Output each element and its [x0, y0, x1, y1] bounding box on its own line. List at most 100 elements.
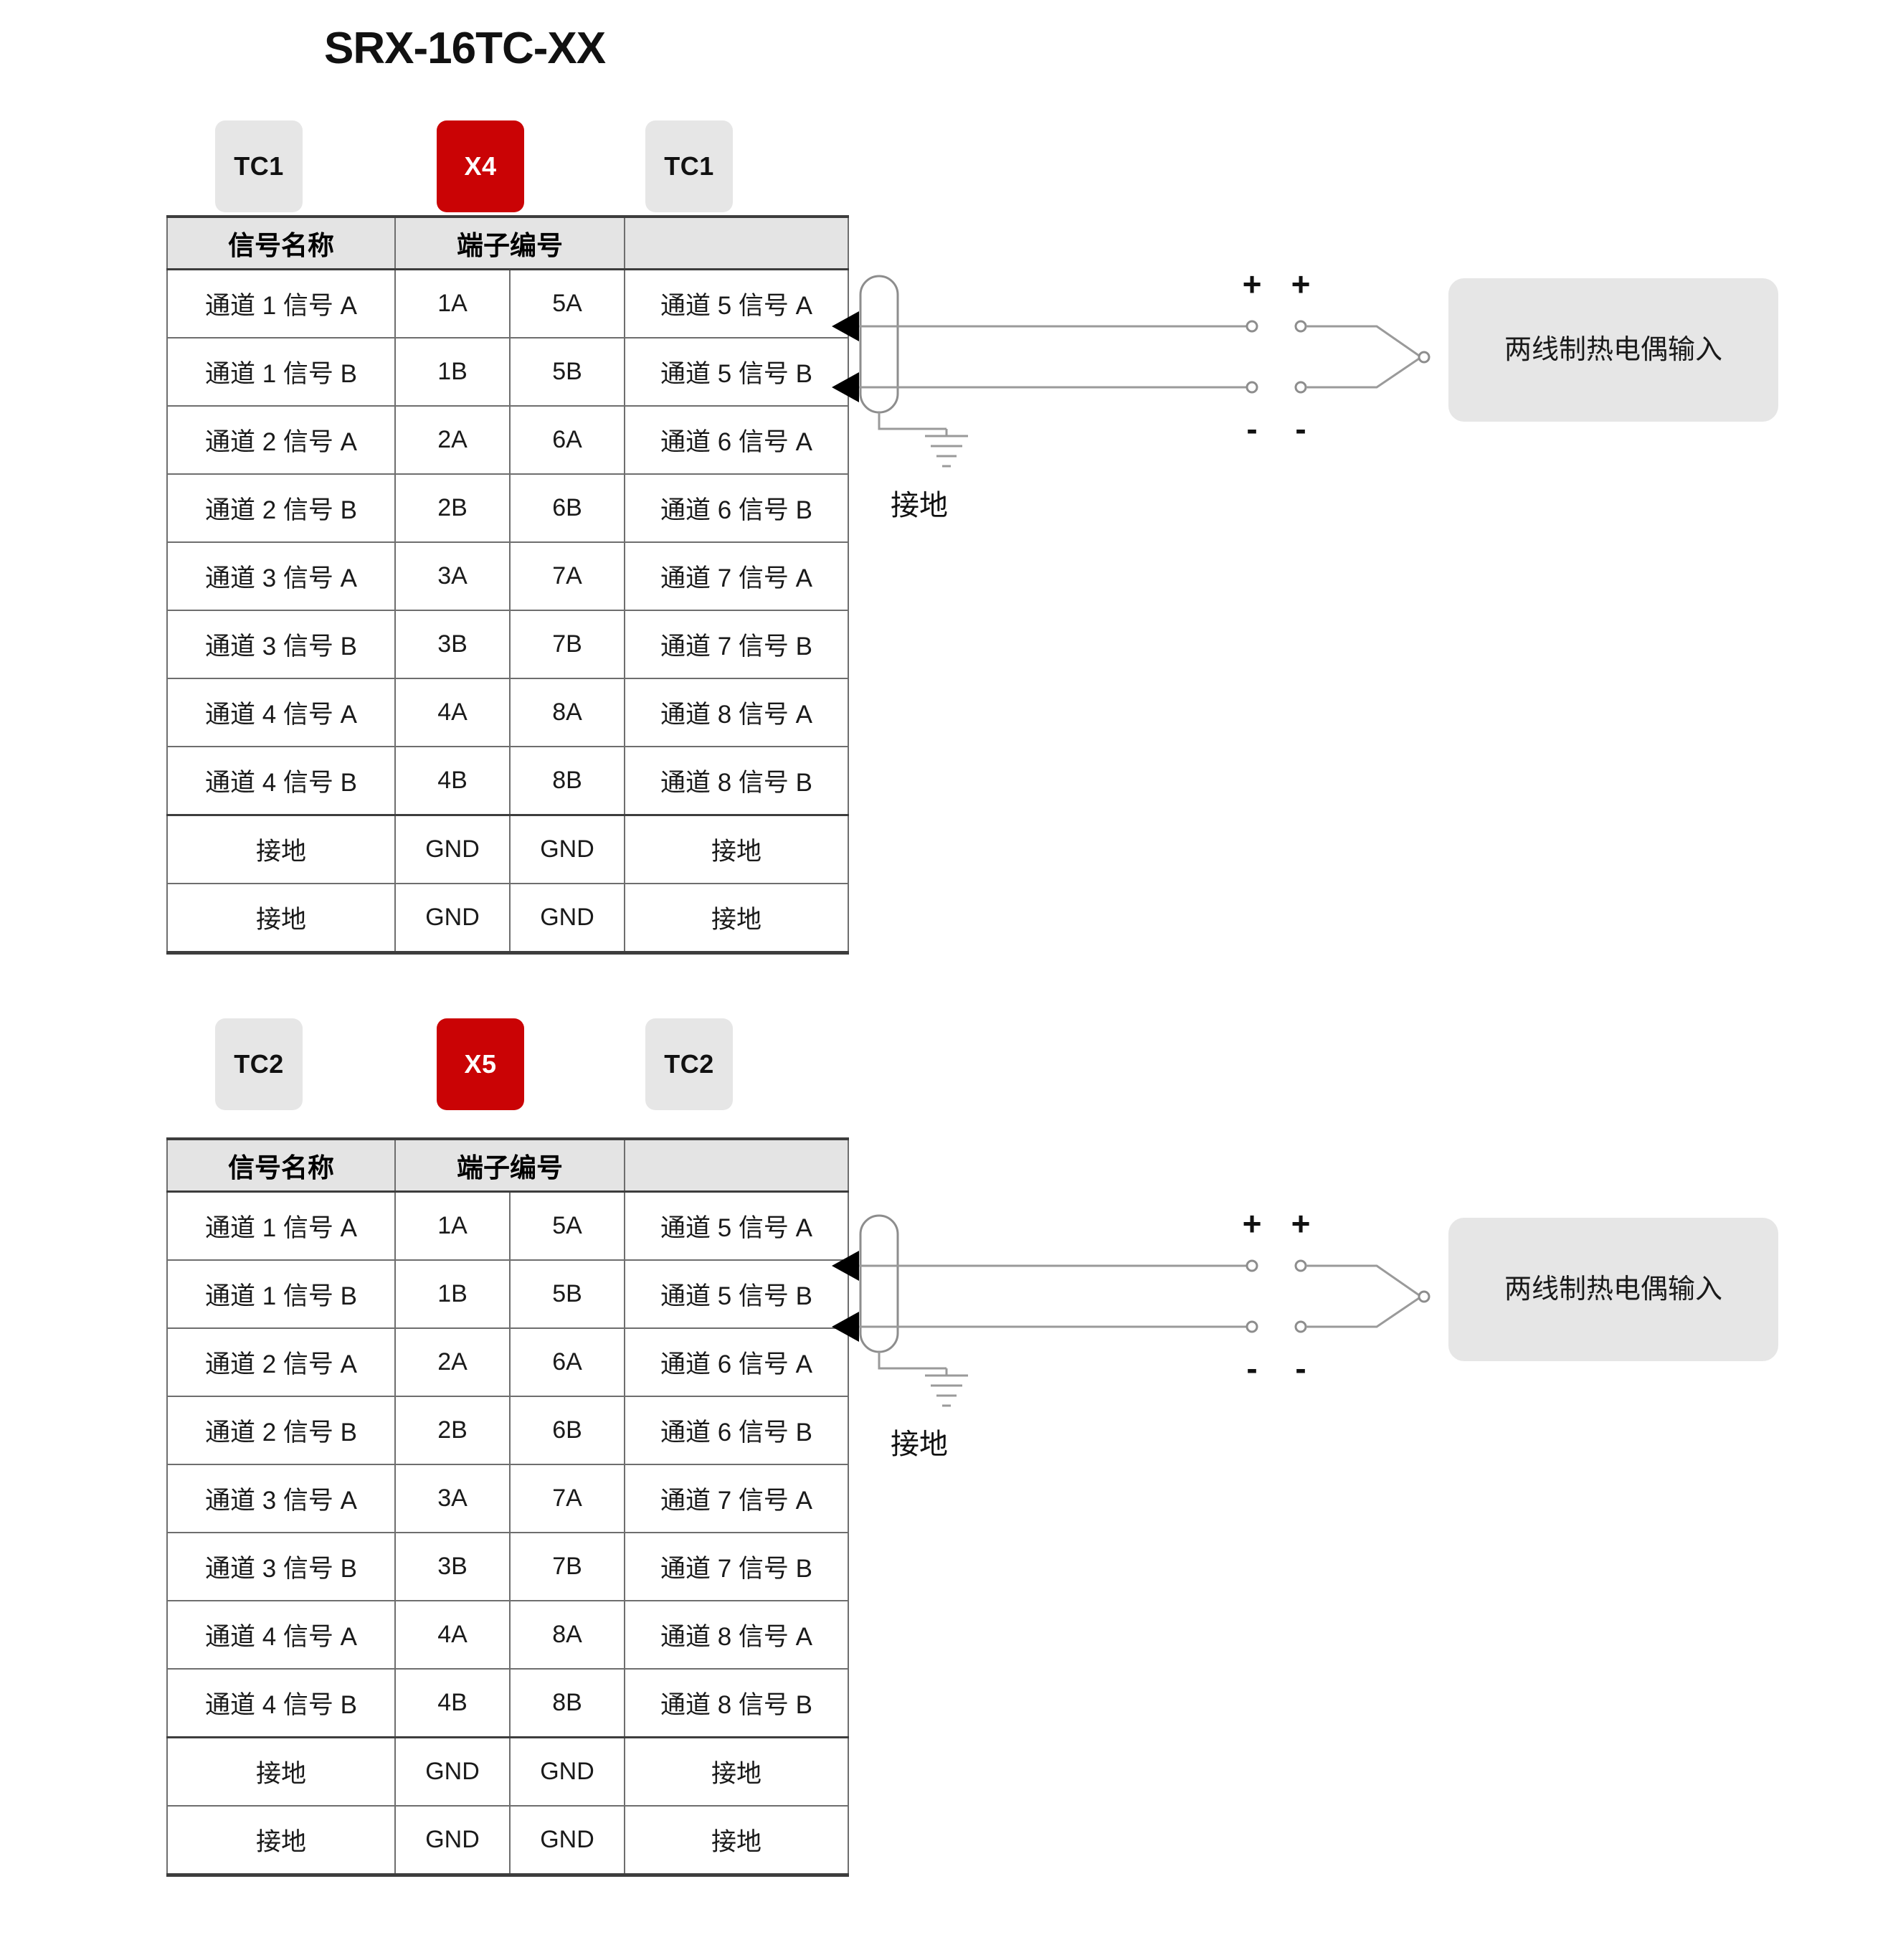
cell-signal-left: 通道 4 信号 A [166, 1600, 396, 1670]
shield-ground-wire [878, 1352, 946, 1370]
header-blank [624, 1137, 849, 1193]
cell-terminal-left: 1A [394, 1190, 511, 1261]
cell-signal-left: 通道 4 信号 B [166, 746, 396, 816]
cell-signal-right: 通道 8 信号 A [624, 678, 849, 747]
cell-signal-left: 通道 1 信号 B [166, 337, 396, 407]
cell-signal-left: 通道 2 信号 B [166, 473, 396, 543]
cell-terminal-left: 4B [394, 1668, 511, 1738]
table-header-row: 信号名称 端子编号 [166, 1137, 849, 1193]
connector-chip-tc1-right[interactable]: TC1 [645, 120, 733, 212]
cell-signal-right: 通道 8 信号 B [624, 1668, 849, 1738]
cell-signal-right: 通道 7 信号 A [624, 1464, 849, 1533]
cell-terminal-right: 6B [509, 473, 625, 543]
cell-signal-left: 接地 [166, 883, 396, 955]
thermocouple-leg-top [1306, 1264, 1422, 1298]
polarity-plus-right: + [1291, 1205, 1311, 1242]
cell-signal-left: 通道 4 信号 B [166, 1668, 396, 1738]
earth-ground-icon [925, 429, 968, 468]
cell-signal-left: 接地 [166, 1736, 396, 1807]
connector-chip-tc1-left[interactable]: TC1 [215, 120, 303, 212]
connector-chip-x5[interactable]: X5 [437, 1018, 524, 1110]
terminal-node-top-right [1294, 1259, 1307, 1272]
input-label-box [1448, 278, 1778, 422]
header-signal-name: 信号名称 [166, 215, 396, 270]
chip-label: TC1 [664, 151, 714, 181]
connector-chip-tc2-right[interactable]: TC2 [645, 1018, 733, 1110]
cell-terminal-left: 1A [394, 268, 511, 338]
cell-signal-right: 通道 5 信号 B [624, 337, 849, 407]
connector-chip-x4[interactable]: X4 [437, 120, 524, 212]
cell-terminal-left: 3B [394, 1532, 511, 1601]
cell-terminal-right: 8B [509, 746, 625, 816]
cell-terminal-right: 6B [509, 1396, 625, 1465]
cell-signal-left: 通道 1 信号 A [166, 268, 396, 338]
cell-signal-right: 接地 [624, 1805, 849, 1877]
terminal-node-top-left [1246, 1259, 1258, 1272]
arrow-left-icon-top [832, 1251, 859, 1281]
cell-signal-left: 接地 [166, 1805, 396, 1877]
cell-terminal-right: 8A [509, 1600, 625, 1670]
wiring-diagram-tc2: 接地 + + - - 两线制热电偶输入 [825, 1187, 1778, 1474]
cell-signal-right: 通道 5 信号 A [624, 1190, 849, 1261]
header-signal-name: 信号名称 [166, 1137, 396, 1193]
cell-signal-left: 通道 3 信号 B [166, 1532, 396, 1601]
cell-signal-left: 通道 1 信号 A [166, 1190, 396, 1261]
cell-signal-right: 通道 8 信号 B [624, 746, 849, 816]
cell-terminal-left: 3A [394, 541, 511, 611]
cell-signal-left: 通道 3 信号 B [166, 610, 396, 679]
chip-label: TC1 [234, 151, 284, 181]
polarity-minus-left: - [1246, 410, 1257, 448]
cell-signal-right: 通道 6 信号 A [624, 1327, 849, 1397]
cell-signal-right: 通道 7 信号 B [624, 610, 849, 679]
terminal-node-bottom-right [1294, 1320, 1307, 1333]
cell-terminal-left: 2B [394, 473, 511, 543]
cell-terminal-left: 1B [394, 1259, 511, 1329]
connector-chip-row-tc1: TC1 X4 TC1 [0, 120, 1893, 212]
polarity-plus-left: + [1243, 265, 1262, 303]
arrow-left-icon-bottom [832, 372, 859, 402]
polarity-minus-right: - [1295, 1350, 1306, 1387]
header-terminal-number: 端子编号 [394, 215, 625, 270]
cell-terminal-right: 7A [509, 1464, 625, 1533]
cell-terminal-right: 5B [509, 337, 625, 407]
thermocouple-leg-bottom [1306, 356, 1422, 389]
input-label-text: 两线制热电偶输入 [1504, 1274, 1722, 1305]
input-label-text: 两线制热电偶输入 [1504, 335, 1722, 365]
input-label-box [1448, 1218, 1778, 1361]
chip-label: X5 [464, 1049, 497, 1079]
cell-terminal-right: 5B [509, 1259, 625, 1329]
terminal-node-bottom-left [1246, 381, 1258, 394]
cell-signal-right: 接地 [624, 1736, 849, 1807]
polarity-plus-left: + [1243, 1205, 1262, 1242]
cell-signal-right: 通道 8 信号 A [624, 1600, 849, 1670]
cell-terminal-right: 5A [509, 268, 625, 338]
connector-chip-tc2-left[interactable]: TC2 [215, 1018, 303, 1110]
header-blank [624, 215, 849, 270]
cell-signal-left: 通道 2 信号 A [166, 405, 396, 475]
cell-signal-left: 接地 [166, 814, 396, 884]
terminal-node-bottom-left [1246, 1320, 1258, 1333]
shield-ground-wire [878, 412, 946, 430]
cell-signal-right: 接地 [624, 883, 849, 955]
cell-signal-right: 通道 5 信号 A [624, 268, 849, 338]
terminal-node-top-right [1294, 320, 1307, 333]
cell-terminal-left: 2B [394, 1396, 511, 1465]
chip-label: TC2 [664, 1049, 714, 1079]
cell-terminal-left: 3A [394, 1464, 511, 1533]
cell-signal-right: 通道 5 信号 B [624, 1259, 849, 1329]
cell-signal-right: 通道 7 信号 B [624, 1532, 849, 1601]
cell-signal-left: 通道 4 信号 A [166, 678, 396, 747]
page-title: SRX-16TC-XX [324, 24, 606, 73]
